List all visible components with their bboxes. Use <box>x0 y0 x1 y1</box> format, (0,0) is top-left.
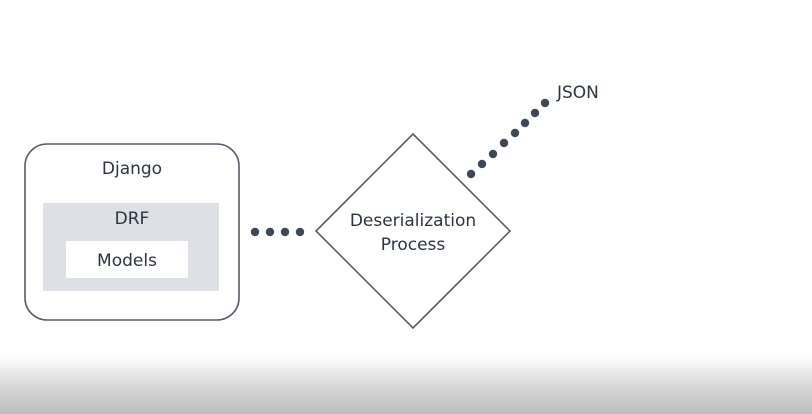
connector-dot <box>520 118 530 128</box>
process-label-line2: Process <box>381 235 446 255</box>
connector-dot <box>280 227 290 237</box>
drf-label: DRF <box>115 209 150 229</box>
connector-dot <box>510 128 520 138</box>
models-label: Models <box>97 251 157 271</box>
connector-dot <box>477 159 487 169</box>
connector-process-json <box>466 98 550 179</box>
models-box <box>66 241 188 278</box>
connector-dot <box>530 108 540 118</box>
connector-django-process <box>250 227 305 237</box>
json-label: JSON <box>556 83 599 103</box>
connector-dot <box>250 227 260 237</box>
bottom-fade <box>0 356 812 414</box>
django-label: Django <box>102 159 162 179</box>
connector-dot <box>265 227 275 237</box>
connector-dot <box>540 98 550 108</box>
connector-dot <box>488 149 498 159</box>
process-label-line1: Deserialization <box>350 211 476 231</box>
connector-dot <box>466 169 476 179</box>
process-diamond <box>314 132 512 330</box>
connector-dot <box>499 138 509 148</box>
connector-dot <box>295 227 305 237</box>
